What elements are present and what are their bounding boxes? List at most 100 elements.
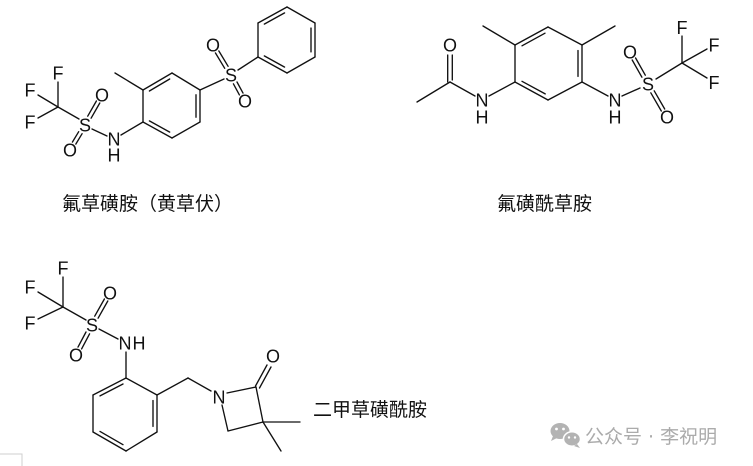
bond [237, 56, 259, 71]
bond [77, 331, 87, 348]
bond [97, 300, 109, 319]
atom-oxygen: O [443, 36, 457, 56]
bond [653, 90, 666, 110]
bond [257, 56, 288, 74]
atom-labels: O N H N H S O O F F F [443, 18, 720, 128]
bond [125, 431, 158, 452]
bond [236, 81, 244, 94]
bond [581, 81, 609, 97]
atom-sulfur: S [79, 116, 91, 136]
bond [681, 62, 708, 79]
bond [221, 404, 229, 432]
bonds [416, 25, 708, 112]
atom-fluorine: F [53, 64, 64, 84]
atom-nitrogen: N [108, 130, 121, 150]
atom-hydrogen: H [476, 108, 489, 128]
bond [262, 421, 282, 452]
compound-name-mefluidide: 氟磺酰草胺 [497, 193, 592, 215]
watermark-text: 公众号 · 李祝明 [585, 426, 717, 448]
compound-name-azetidinone: 二甲草磺酰胺 [313, 399, 427, 421]
bond [255, 386, 264, 423]
bond [156, 377, 189, 396]
bond [37, 291, 64, 308]
bond [514, 81, 549, 101]
bond [37, 306, 64, 320]
bond [416, 81, 451, 103]
bond [57, 106, 80, 120]
atom-hydrogen: H [108, 146, 121, 166]
bond [254, 364, 268, 387]
bond [94, 298, 106, 317]
bonds [37, 6, 316, 145]
atom-labels: F F F S O O N H S O O [25, 36, 253, 166]
atom-fluorine: F [677, 18, 688, 38]
atom-sulfur: S [642, 75, 654, 95]
bond [514, 26, 549, 46]
structure-dimethyl-azetidinone-sulfonamide: F F F S O O N H N O 二甲草磺酰胺 [25, 259, 427, 452]
bond [142, 72, 173, 91]
bond [286, 56, 316, 74]
bond [187, 377, 212, 392]
bond [226, 386, 257, 394]
atom-oxygen: O [206, 36, 220, 56]
atom-sulfur: S [225, 66, 237, 86]
atom-fluorine: F [25, 314, 36, 334]
atom-oxygen: O [69, 346, 83, 366]
bond [581, 25, 616, 46]
bond [286, 6, 316, 24]
bond [547, 81, 583, 101]
atom-oxygen: O [266, 347, 280, 367]
atom-nitrogen: N [476, 91, 489, 111]
structure-mefluidide: O N H N H S O O F F F 氟磺酰草胺 [416, 18, 720, 215]
bond [171, 121, 201, 139]
bond [263, 12, 286, 25]
bond [91, 128, 108, 137]
atom-nitrogen: N [609, 91, 622, 111]
bond [37, 106, 59, 119]
bond [681, 48, 708, 64]
bond [71, 131, 80, 143]
atom-fluorine: F [25, 278, 36, 298]
bonds [37, 276, 301, 452]
bond [488, 81, 516, 97]
bond [258, 366, 272, 389]
atom-nitrogen: N [213, 388, 226, 408]
bond [99, 430, 124, 446]
bond [521, 80, 546, 95]
bond [621, 87, 641, 97]
atom-oxygen: O [95, 86, 109, 106]
bond [99, 383, 124, 397]
bond [148, 120, 171, 133]
bond [148, 78, 171, 92]
bond [214, 52, 226, 69]
atom-nitrogen: N [119, 334, 132, 354]
bond [482, 25, 516, 46]
bond [634, 57, 646, 76]
corner-mark [0, 453, 23, 466]
bond [62, 306, 87, 321]
atom-oxygen: O [238, 92, 252, 112]
atom-oxygen: O [63, 141, 77, 161]
bond [218, 50, 229, 67]
atom-fluorine: F [58, 259, 69, 279]
atom-oxygen: O [103, 284, 117, 304]
bond [80, 333, 91, 350]
bond [449, 81, 476, 97]
bond [92, 377, 127, 396]
bond [547, 26, 583, 46]
bond [199, 78, 225, 91]
atom-sulfur: S [86, 316, 98, 336]
bond [655, 62, 683, 80]
atom-fluorine: F [25, 113, 36, 133]
bond [87, 100, 98, 117]
atom-hydrogen: H [133, 334, 146, 354]
bond [263, 55, 286, 68]
bond [171, 72, 201, 91]
bond [92, 431, 127, 452]
bond [142, 121, 173, 139]
compound-name-perfluidone: 氟草磺胺（黄草伏） [62, 193, 233, 215]
atom-fluorine: F [709, 36, 720, 56]
atom-hydrogen: H [609, 108, 622, 128]
bond [650, 92, 662, 112]
